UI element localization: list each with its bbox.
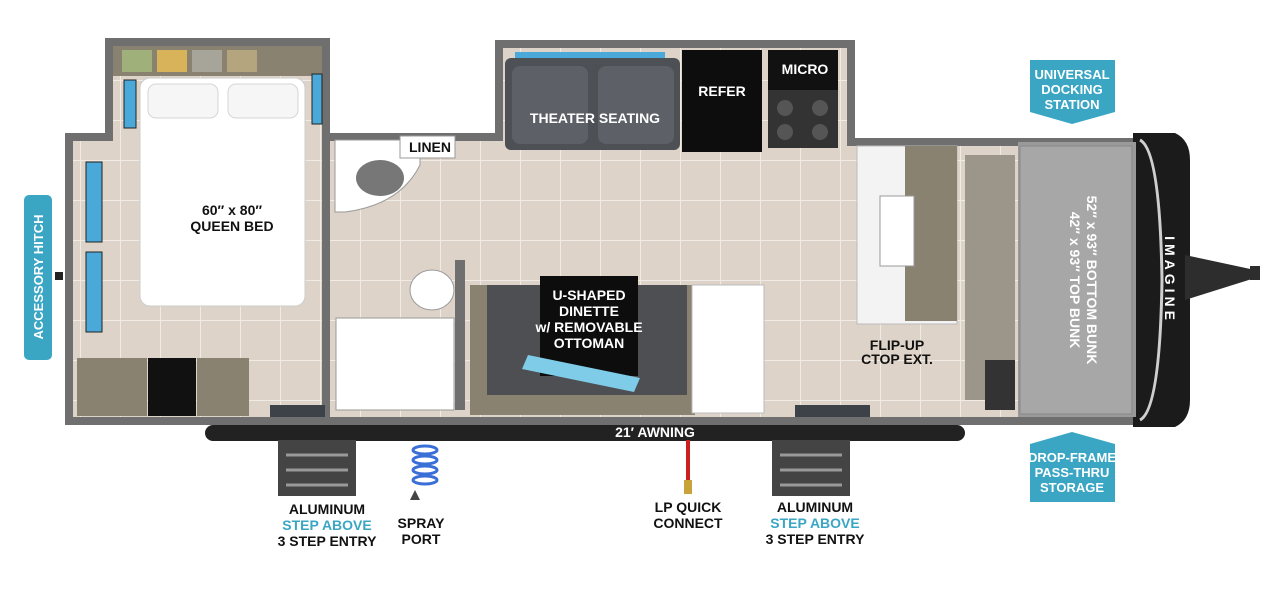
- refer-label: REFER: [698, 83, 745, 99]
- docking-line-2: DOCKING: [1041, 82, 1102, 97]
- storage-line-3: STORAGE: [1040, 480, 1104, 495]
- flipup-line-1: FLIP-UP: [870, 337, 924, 353]
- dinette-line-3: w/ REMOVABLE: [534, 319, 642, 335]
- dinette-line-2: DINETTE: [559, 303, 619, 319]
- pass-thru-storage-callout: DROP-FRAME PASS-THRU STORAGE: [1028, 432, 1116, 502]
- theater-seating-label: THEATER SEATING: [530, 110, 660, 126]
- lp-line-2: CONNECT: [653, 515, 723, 531]
- lp-line: [684, 440, 692, 494]
- step-right-line-1: ALUMINUM: [777, 499, 853, 515]
- bedroom: [77, 46, 323, 416]
- accessory-hitch-callout: ACCESSORY HITCH: [24, 195, 63, 360]
- shower: [335, 317, 455, 411]
- refrigerator: [682, 50, 762, 152]
- awning-bar: [205, 425, 965, 441]
- kitchen-slide: [505, 50, 838, 152]
- bed-size-label: 60″ x 80″: [202, 202, 262, 218]
- brand-mark: IMAGINE: [1162, 236, 1178, 324]
- awning-label: 21′ AWNING: [615, 424, 695, 440]
- step-left: [278, 440, 356, 496]
- docking-line-1: UNIVERSAL: [1034, 67, 1109, 82]
- micro-label: MICRO: [782, 61, 829, 77]
- flipup-line-2: CTOP EXT.: [861, 351, 933, 367]
- queen-bed: [139, 77, 306, 307]
- step-right: [772, 440, 850, 496]
- spray-line-1: SPRAY: [398, 515, 446, 531]
- step-left-line-2: STEP ABOVE: [282, 517, 371, 533]
- step-left-line-3: 3 STEP ENTRY: [278, 533, 377, 549]
- docking-line-3: STATION: [1044, 97, 1099, 112]
- dinette-table: [540, 276, 638, 376]
- bed-name-label: QUEEN BED: [190, 218, 273, 234]
- rear-window-top: [85, 161, 103, 243]
- linen-label: LINEN: [409, 139, 451, 155]
- step-right-line-3: 3 STEP ENTRY: [766, 531, 865, 547]
- top-bunk-label: 42″ x 93″ TOP BUNK: [1067, 212, 1083, 349]
- step-right-line-2: STEP ABOVE: [770, 515, 859, 531]
- dinette-line-1: U-SHAPED: [552, 287, 625, 303]
- storage-line-2: PASS-THRU: [1035, 465, 1110, 480]
- docking-station-callout: UNIVERSAL DOCKING STATION: [1030, 60, 1115, 124]
- lp-line-1: LP QUICK: [655, 499, 722, 515]
- toilet: [409, 269, 455, 311]
- front-area: [795, 142, 1136, 417]
- spray-line-2: PORT: [402, 531, 441, 547]
- storage-line-1: DROP-FRAME: [1028, 450, 1116, 465]
- accessory-hitch-label: ACCESSORY HITCH: [31, 215, 46, 340]
- tongue: [1185, 255, 1255, 300]
- rear-window-bottom: [85, 251, 103, 333]
- spray-port-hose: [410, 444, 439, 500]
- dinette: [470, 276, 765, 415]
- step-left-line-1: ALUMINUM: [289, 501, 365, 517]
- bottom-bunk-label: 52″ x 93″ BOTTOM BUNK: [1084, 196, 1100, 365]
- bathroom: [270, 135, 465, 417]
- dinette-line-4: OTTOMAN: [554, 335, 625, 351]
